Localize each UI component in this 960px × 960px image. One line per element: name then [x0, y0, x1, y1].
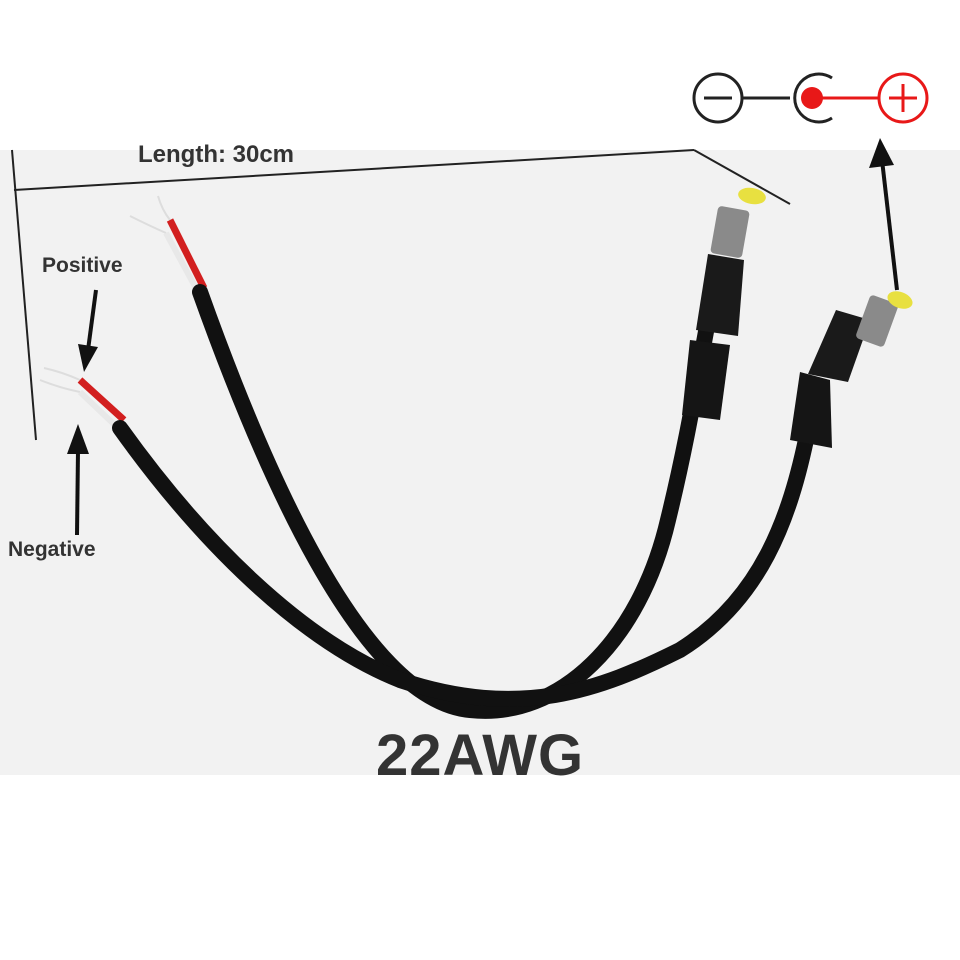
negative-label: Negative — [8, 538, 96, 561]
wire-gauge-label: 22AWG — [376, 723, 585, 788]
dc-plug-upper — [682, 187, 766, 420]
positive-label: Positive — [42, 254, 123, 277]
arrow-up-icon — [869, 138, 899, 291]
dimension-lines — [11, 149, 791, 441]
cable-lower — [39, 367, 816, 707]
center-pin-icon — [793, 72, 833, 124]
arrow-down-icon — [78, 289, 98, 372]
polarity-symbol — [692, 72, 929, 124]
dc-plug-lower — [790, 291, 913, 448]
length-label: Length: 30cm — [138, 141, 295, 168]
arrow-up-icon — [67, 424, 89, 536]
